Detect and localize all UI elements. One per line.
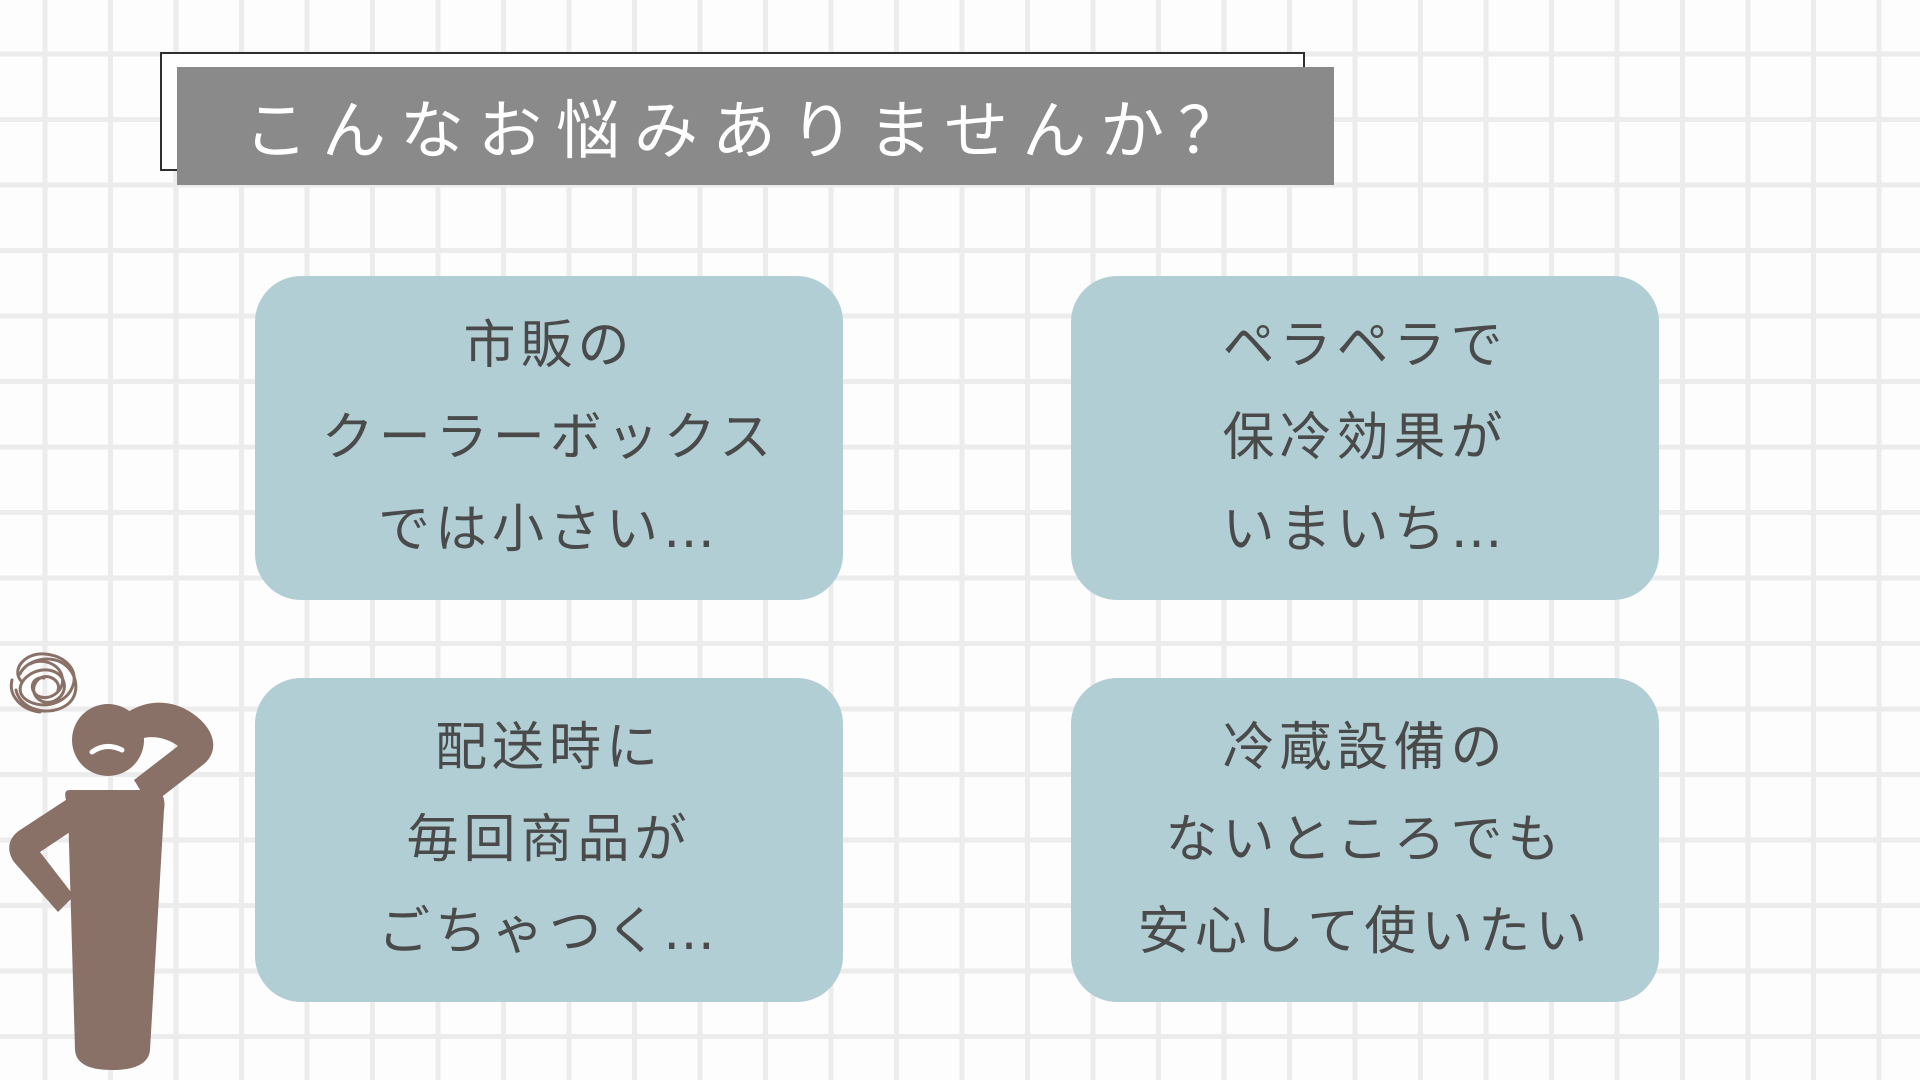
card-text-line: ないところでも xyxy=(1165,810,1565,870)
mouth xyxy=(89,744,125,755)
card-text-line: 保冷効果が xyxy=(1222,408,1508,468)
concern-card-refrigeration: 冷蔵設備の ないところでも 安心して使いたい xyxy=(1071,678,1659,1002)
confused-person-icon xyxy=(0,640,230,1080)
scribble-icon xyxy=(9,652,78,714)
torso xyxy=(65,790,165,1070)
card-text-line: 冷蔵設備の xyxy=(1222,718,1508,778)
card-text-line: ごちゃつく… xyxy=(377,902,720,962)
card-text-line: クーラーボックス xyxy=(321,408,777,468)
concern-card-delivery: 配送時に 毎回商品が ごちゃつく… xyxy=(255,678,843,1002)
card-text-line: 市販の xyxy=(463,316,635,376)
card-text-line: いまいち… xyxy=(1222,500,1508,560)
card-text-line: では小さい… xyxy=(377,500,720,560)
concern-card-insulation: ペラペラで 保冷効果が いまいち… xyxy=(1071,276,1659,600)
head xyxy=(72,704,144,776)
concern-card-small-size: 市販の クーラーボックス では小さい… xyxy=(255,276,843,600)
hip-arm xyxy=(9,796,83,912)
card-text-line: 毎回商品が xyxy=(406,810,692,870)
title-banner: こんなお悩みありませんか？ xyxy=(160,52,1334,185)
card-text-line: 配送時に xyxy=(434,718,663,778)
card-text-line: ペラペラで xyxy=(1222,316,1508,376)
raised-arm xyxy=(128,702,214,806)
card-text-line: 安心して使いたい xyxy=(1137,902,1593,962)
page-title: こんなお悩みありませんか？ xyxy=(244,95,1257,169)
title-bar: こんなお悩みありませんか？ xyxy=(177,67,1334,185)
